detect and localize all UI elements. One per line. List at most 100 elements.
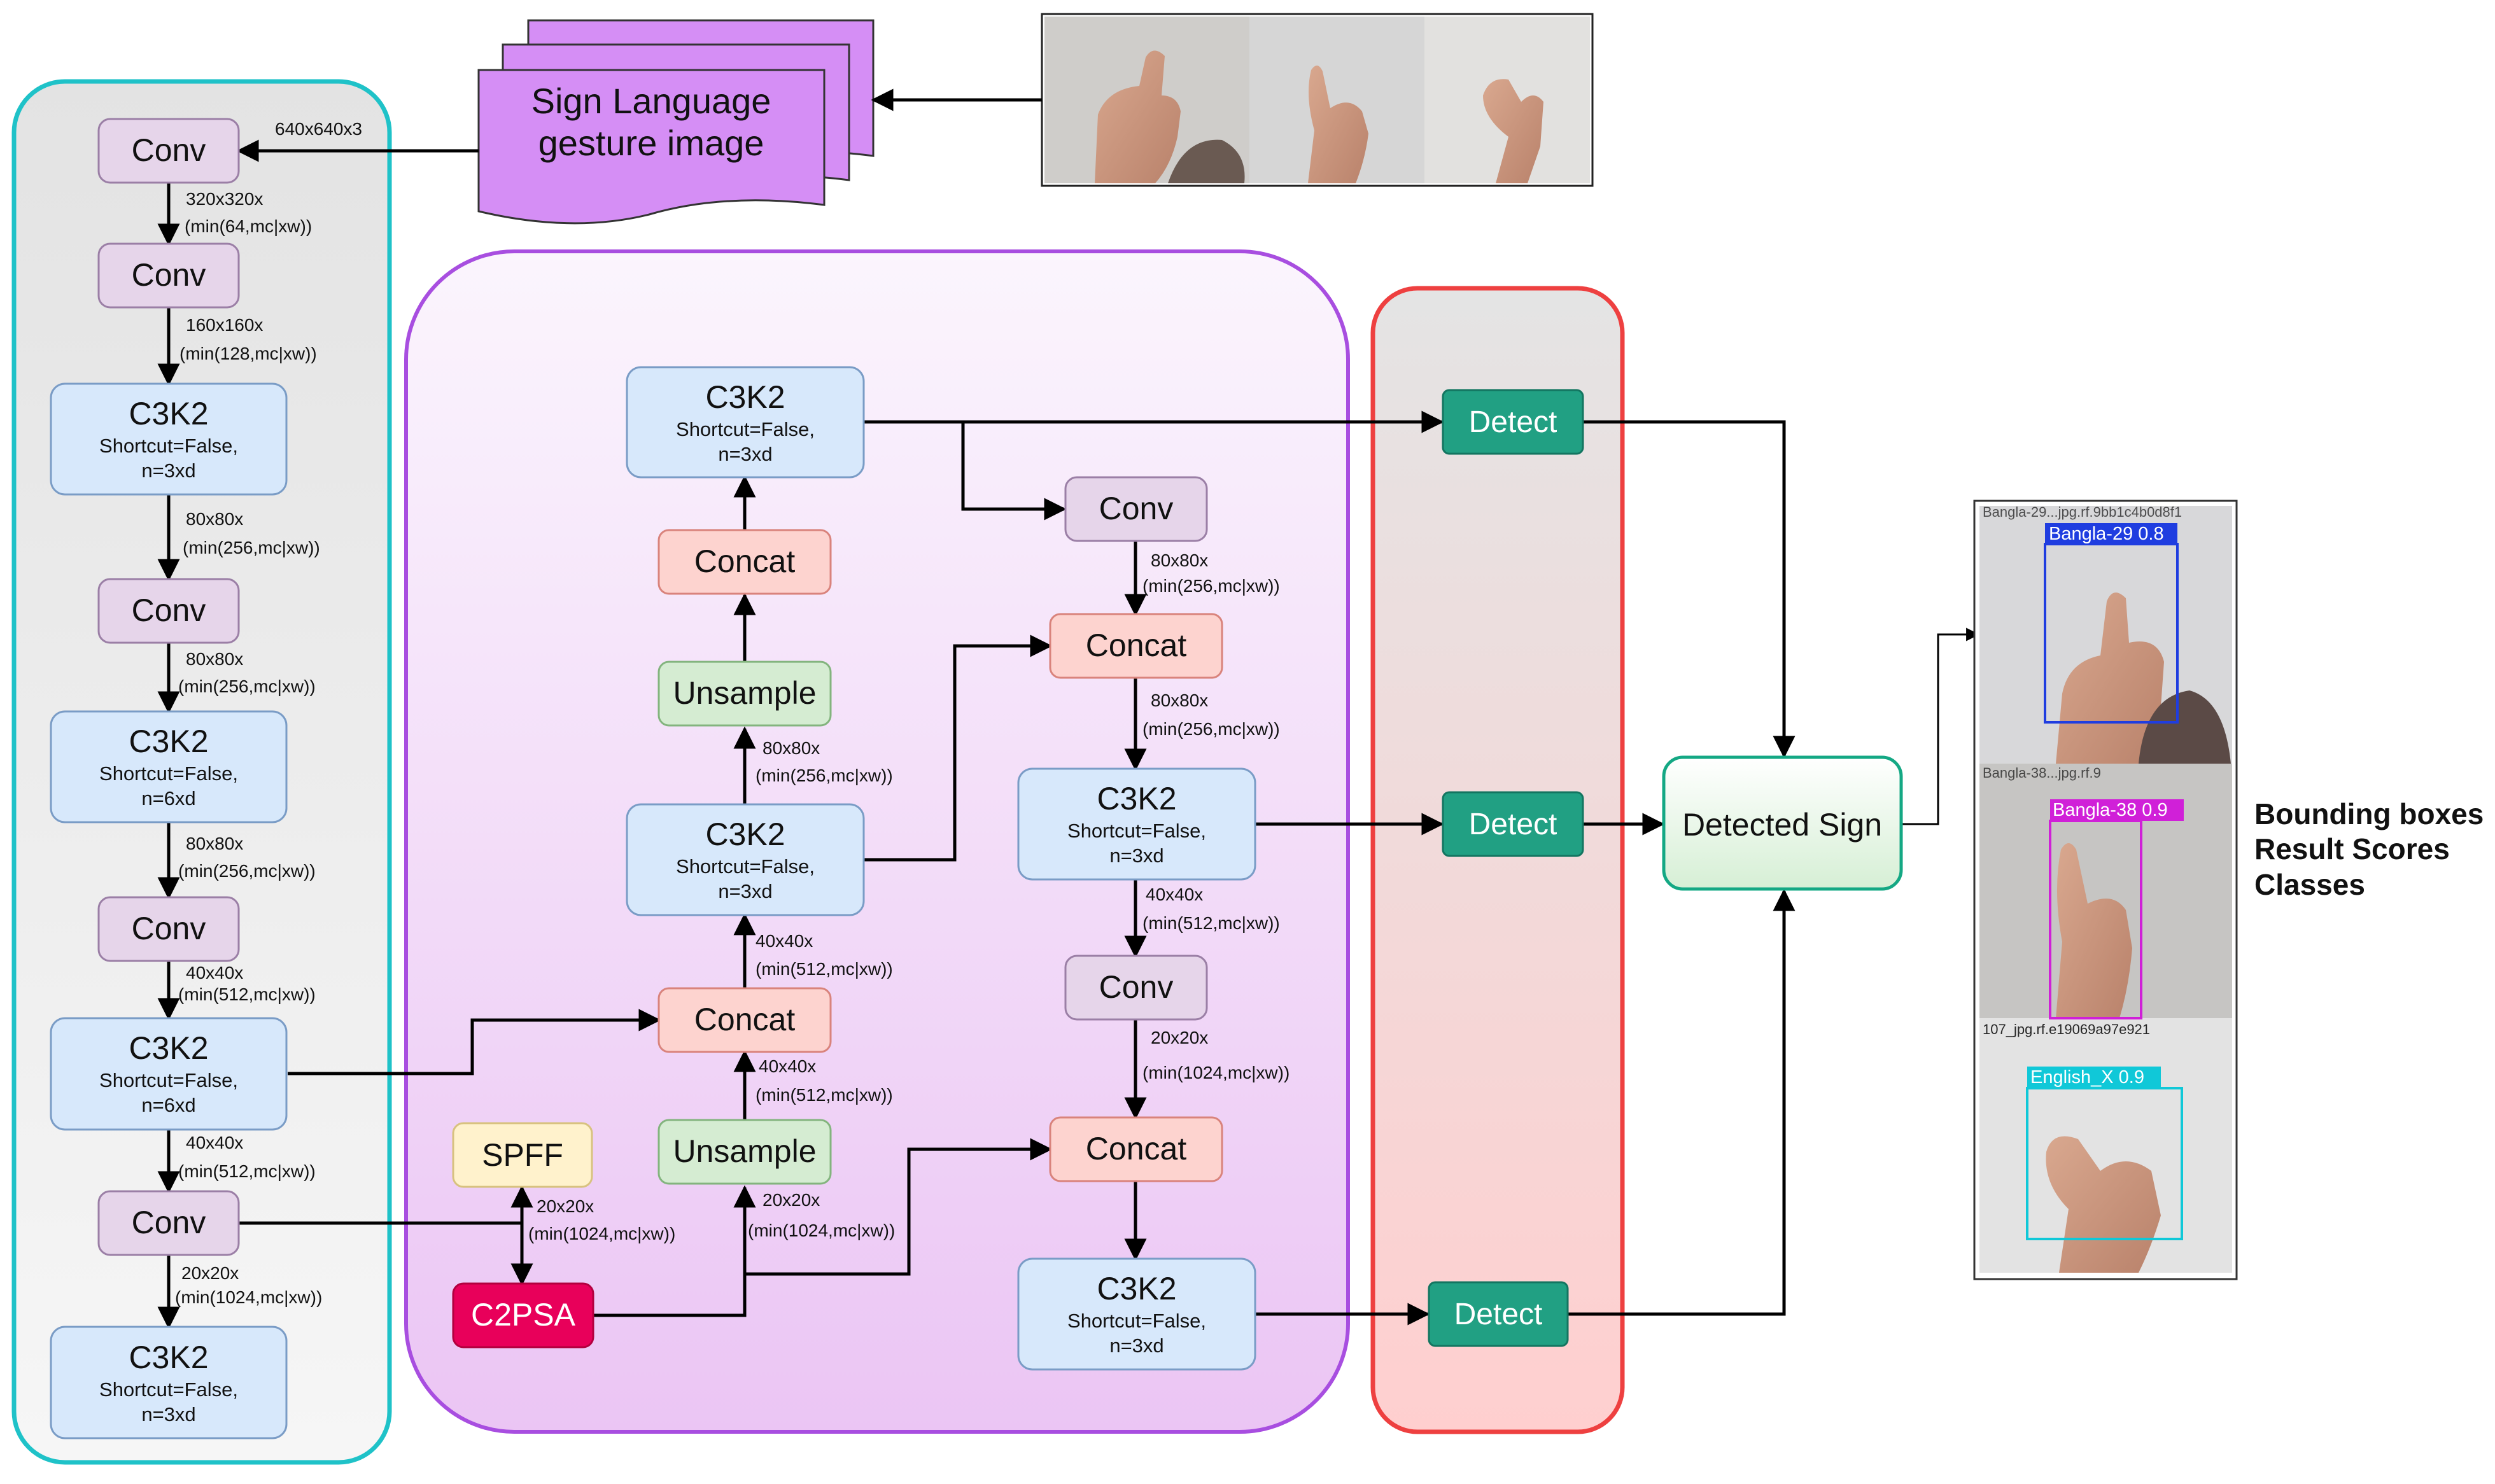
svg-text:Shortcut=False,: Shortcut=False, — [99, 435, 238, 457]
backbone-c3k2-4: C3K2 Shortcut=False, n=3xd — [50, 1326, 288, 1439]
svg-text:n=6xd: n=6xd — [141, 1094, 195, 1116]
svg-text:SPFF: SPFF — [482, 1137, 563, 1173]
svg-text:Concat: Concat — [1086, 1131, 1187, 1166]
edge-label: (min(256,mc|xw)) — [183, 538, 320, 557]
svg-text:C3K2: C3K2 — [129, 1340, 208, 1375]
svg-text:Conv: Conv — [1099, 969, 1174, 1005]
edge-label: 40x40x — [186, 963, 243, 983]
neck-concat-low: Concat — [657, 987, 832, 1053]
svg-text:C3K2: C3K2 — [1097, 781, 1176, 816]
edge-label: (min(256,mc|xw)) — [178, 861, 316, 881]
svg-text:C3K2: C3K2 — [705, 816, 785, 852]
edge-label: 40x40x — [756, 931, 813, 951]
result-1-caption: Bangla-29...jpg.rf.9bb1c4b0d8f1 — [1983, 504, 2182, 520]
svg-text:Unsample: Unsample — [673, 1133, 816, 1169]
svg-text:Concat: Concat — [694, 1002, 796, 1037]
bbox-2-label: Bangla-38 0.9 — [2053, 800, 2168, 820]
gesture-image-label-1: Sign Language — [531, 81, 771, 121]
backbone-c3k2-1: C3K2 Shortcut=False, n=3xd — [50, 382, 288, 496]
edge-label: (min(256,mc|xw)) — [178, 676, 316, 696]
gesture-image-stack: Sign Language gesture image — [477, 19, 875, 225]
result-2-caption: Bangla-38...jpg.rf.9 — [1983, 765, 2101, 781]
edge-label: (min(256,mc|xw)) — [756, 766, 893, 785]
svg-text:C3K2: C3K2 — [129, 724, 208, 759]
svg-text:Shortcut=False,: Shortcut=False, — [99, 1069, 238, 1091]
edge-label: (min(1024,mc|xw)) — [748, 1221, 895, 1240]
hand-photo-3 — [1483, 79, 1543, 184]
bbox-1-label: Bangla-29 0.8 — [2049, 524, 2164, 544]
detect-2: Detect — [1442, 791, 1584, 857]
backbone-conv-1: Conv — [97, 118, 240, 184]
svg-text:Concat: Concat — [1086, 627, 1187, 663]
svg-text:C3K2: C3K2 — [705, 379, 785, 415]
svg-text:n=3xd: n=3xd — [141, 1403, 195, 1425]
hand-photo-2 — [1308, 65, 1368, 183]
svg-text:Shortcut=False,: Shortcut=False, — [99, 762, 238, 785]
neck-conv-r2: Conv — [1064, 955, 1208, 1021]
svg-text:C3K2: C3K2 — [129, 1030, 208, 1066]
edge-label: (min(64,mc|xw)) — [185, 216, 312, 236]
svg-text:C2PSA: C2PSA — [471, 1297, 576, 1333]
svg-text:Concat: Concat — [694, 543, 796, 579]
svg-text:n=3xd: n=3xd — [718, 443, 772, 465]
edge-label: (min(512,mc|xw)) — [178, 984, 316, 1004]
result-legend: Bounding boxes Result Scores Classes — [2254, 797, 2484, 901]
edge-labels: 640x640x3 320x320x (min(64,mc|xw)) 160x1… — [175, 119, 1290, 1307]
backbone-conv-2: Conv — [97, 242, 240, 309]
edge-label: 80x80x — [186, 834, 243, 853]
svg-text:Conv: Conv — [132, 911, 206, 946]
bbox-3-label: English_X 0.9 — [2030, 1067, 2144, 1088]
svg-text:Detected Sign: Detected Sign — [1682, 807, 1882, 843]
svg-text:Unsample: Unsample — [673, 675, 816, 711]
edge-label: 320x320x — [186, 189, 263, 209]
head-container — [1370, 286, 1625, 1434]
neck-c2psa: C2PSA — [452, 1282, 594, 1348]
edge-label: 40x40x — [759, 1056, 816, 1076]
edge-label: (min(128,mc|xw)) — [179, 344, 317, 363]
svg-text:n=3xd: n=3xd — [1109, 1334, 1163, 1357]
edge-label: 160x160x — [186, 315, 263, 335]
svg-text:Conv: Conv — [132, 257, 206, 293]
edge-label: 80x80x — [1151, 550, 1208, 570]
edge-label: (min(256,mc|xw)) — [1142, 719, 1280, 739]
edge-label: (min(512,mc|xw)) — [1142, 913, 1280, 933]
neck-c3k2-top: C3K2 Shortcut=False, n=3xd — [626, 366, 865, 479]
backbone-conv-5: Conv — [97, 1190, 240, 1256]
svg-text:n=3xd: n=3xd — [141, 459, 195, 482]
svg-text:Shortcut=False,: Shortcut=False, — [1067, 1310, 1206, 1332]
neck-concat-r2: Concat — [1049, 1116, 1223, 1182]
result-legend-line-1: Bounding boxes — [2254, 797, 2484, 830]
backbone-conv-4: Conv — [97, 896, 240, 962]
edge-label: 20x20x — [763, 1190, 820, 1210]
neck-c3k2-mid: C3K2 Shortcut=False, n=3xd — [626, 803, 865, 916]
svg-text:Shortcut=False,: Shortcut=False, — [676, 855, 815, 878]
edge-label: 20x20x — [1151, 1028, 1208, 1047]
edge-label: 20x20x — [537, 1196, 594, 1216]
backbone-c3k2-2: C3K2 Shortcut=False, n=6xd — [50, 710, 288, 823]
svg-text:Detect: Detect — [1469, 405, 1557, 439]
svg-text:Conv: Conv — [132, 132, 206, 168]
neck-spff: SPFF — [452, 1122, 593, 1188]
edge-label: (min(1024,mc|xw)) — [1142, 1063, 1290, 1082]
edge-label: 40x40x — [1146, 885, 1203, 904]
result-3-caption: 107_jpg.rf.e19069a97e921 — [1983, 1021, 2150, 1037]
svg-text:Shortcut=False,: Shortcut=False, — [1067, 820, 1206, 842]
edge-label: 80x80x — [1151, 690, 1208, 710]
edge-label: 80x80x — [763, 738, 820, 758]
edge-label: 20x20x — [181, 1263, 239, 1283]
neck-concat-high: Concat — [657, 529, 832, 595]
edge-label: 80x80x — [186, 649, 243, 669]
edge-label: (min(512,mc|xw)) — [178, 1161, 316, 1181]
svg-text:C3K2: C3K2 — [129, 396, 208, 431]
hand-photo-1 — [1095, 50, 1181, 183]
neck-concat-r1: Concat — [1049, 613, 1223, 679]
backbone-conv-3: Conv — [97, 578, 240, 644]
gesture-image-label-2: gesture image — [538, 123, 764, 163]
svg-text:Detect: Detect — [1469, 808, 1557, 841]
svg-text:Conv: Conv — [132, 1205, 206, 1240]
detect-1: Detect — [1442, 389, 1584, 455]
result-legend-line-3: Classes — [2254, 868, 2365, 901]
svg-text:C3K2: C3K2 — [1097, 1271, 1176, 1306]
svg-text:n=3xd: n=3xd — [718, 880, 772, 902]
edge-label: (min(256,mc|xw)) — [1142, 576, 1280, 596]
